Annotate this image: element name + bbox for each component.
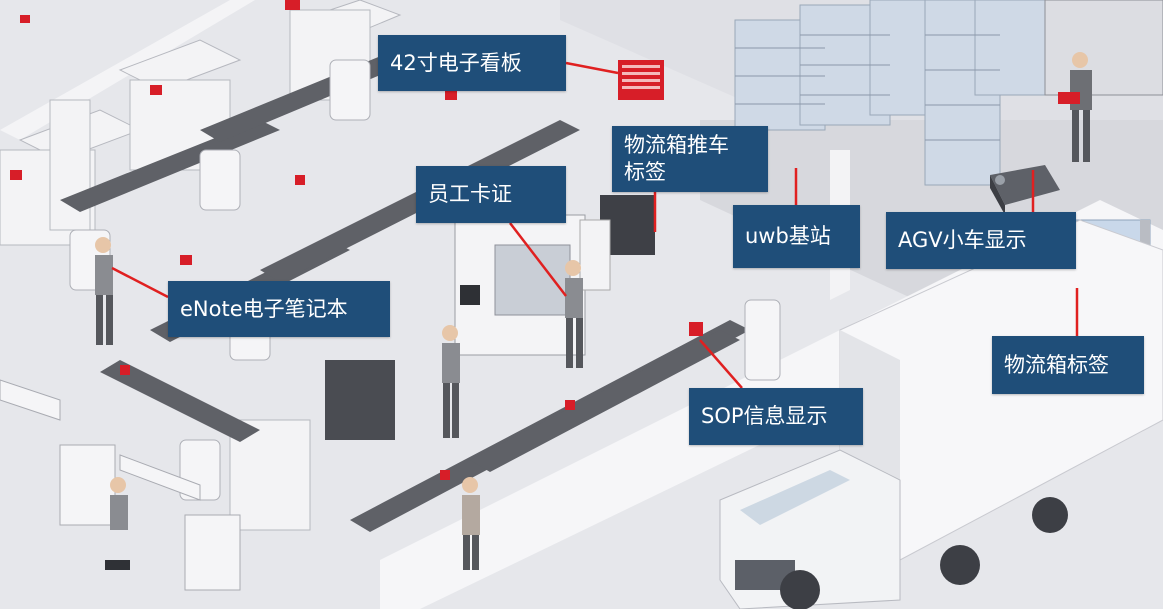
label-enote-notebook: eNote电子笔记本 xyxy=(168,281,390,337)
production-cells xyxy=(0,0,402,531)
label-logistics-cart-tag: 物流箱推车 标签 xyxy=(612,126,768,192)
leader-line-sop xyxy=(699,339,743,389)
leader-line-badge xyxy=(509,222,567,297)
leader-lines xyxy=(111,61,1079,389)
agv-robot xyxy=(990,165,1060,215)
label-employee-badge: 员工卡证 xyxy=(416,166,566,223)
red-tags xyxy=(10,0,703,480)
electronic-kanban-board xyxy=(618,60,664,100)
label-logistics-box-tag: 物流箱标签 xyxy=(992,336,1144,394)
workers xyxy=(95,237,583,570)
leader-line-enote xyxy=(111,266,169,299)
logistics-carts xyxy=(325,195,655,440)
label-uwb-station: uwb基站 xyxy=(733,205,860,268)
label-42-inch-kanban: 42寸电子看板 xyxy=(378,35,566,91)
workstations xyxy=(0,379,241,591)
cnc-machine xyxy=(454,214,586,356)
leader-line-kanban xyxy=(565,61,619,75)
warehouse-racks xyxy=(734,0,1163,186)
label-agv-display: AGV小车显示 xyxy=(886,212,1076,269)
label-sop-display: SOP信息显示 xyxy=(689,388,863,445)
warehouse-worker xyxy=(1058,52,1092,162)
